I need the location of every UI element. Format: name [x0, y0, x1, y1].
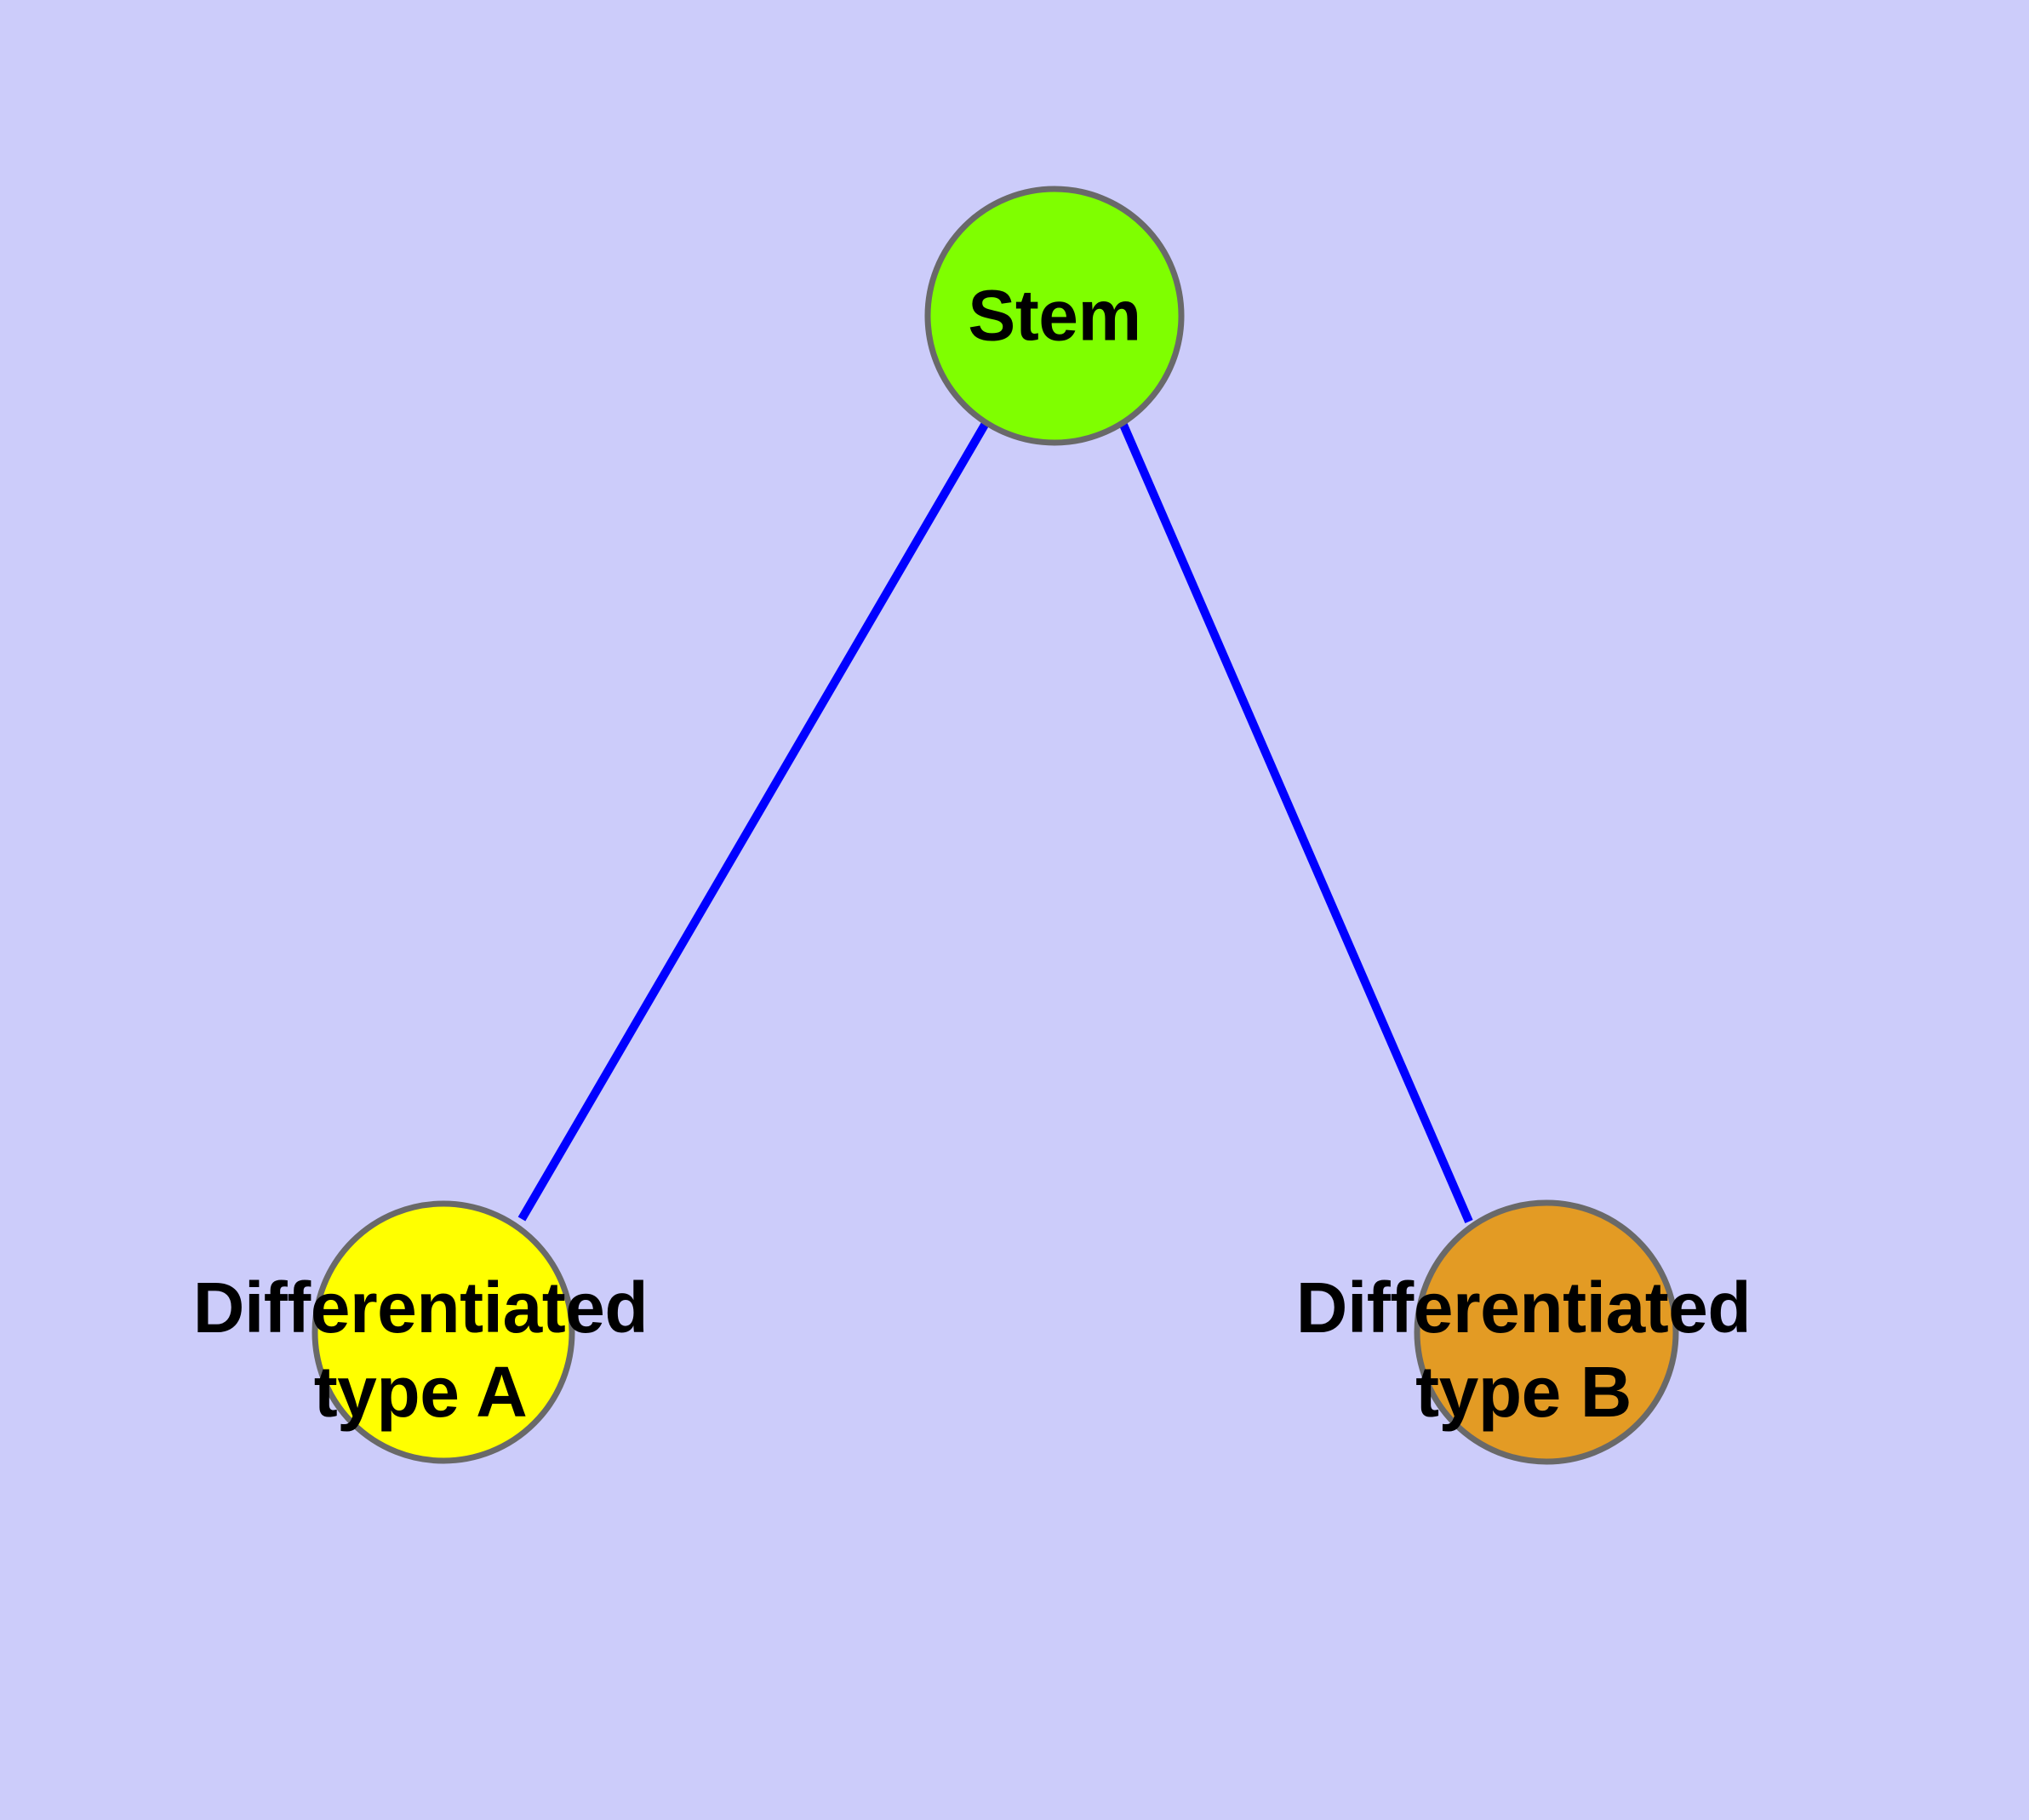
node-differentiated-type-b[interactable]: [1414, 1199, 1679, 1465]
edge-stem-to-differentiated-type-a[interactable]: [517, 422, 989, 1222]
node-differentiated-type-a[interactable]: [311, 1200, 575, 1464]
edge-layer: [517, 422, 1473, 1223]
edge-stem-to-differentiated-type-b[interactable]: [1119, 423, 1473, 1223]
node-stem[interactable]: [924, 186, 1185, 446]
node-layer: [311, 186, 1679, 1465]
